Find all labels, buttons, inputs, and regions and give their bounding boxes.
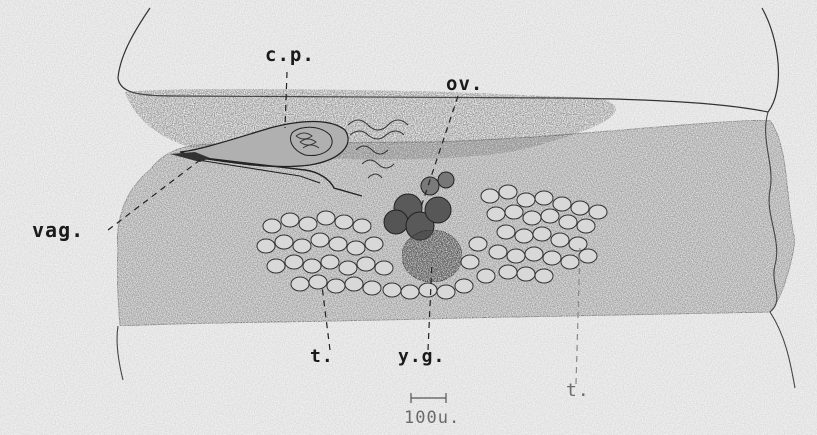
yolk-gland (402, 230, 462, 282)
label-t-left: t. (310, 346, 334, 367)
scale-bar-label: 100u. (404, 408, 460, 428)
label-ov: ov. (446, 73, 483, 95)
label-vag: vag. (32, 218, 84, 242)
label-t-right: t. (566, 380, 590, 401)
label-yg: y.g. (398, 346, 445, 367)
label-cp: c.p. (265, 44, 315, 66)
